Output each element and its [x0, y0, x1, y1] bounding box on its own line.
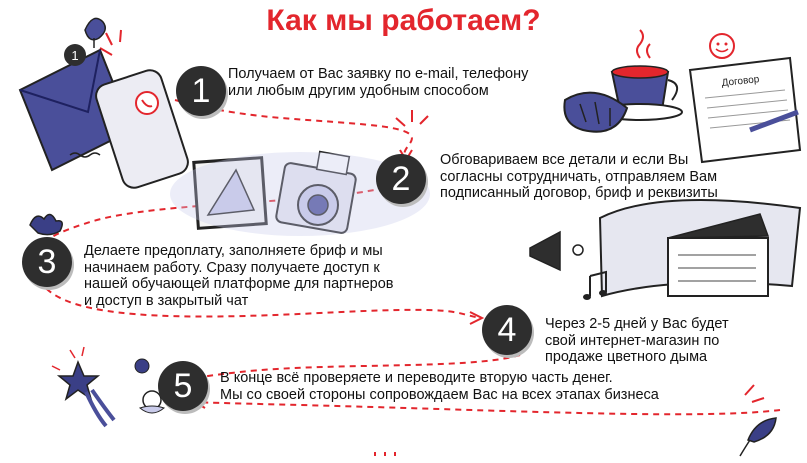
megaphone-icon: [529, 230, 584, 272]
step-4-line: свой интернет-магазин по: [545, 332, 720, 349]
step-2-number-badge: 2: [376, 154, 426, 204]
firework-icon: [51, 346, 85, 371]
step-2-line: согласны сотрудничать, отправляем Вам: [440, 168, 718, 185]
step-5-line: Мы со своей стороны сопровождаем Вас на …: [220, 386, 659, 403]
camera-icon: [275, 150, 357, 234]
step-1-text: Получаем от Вас заявку по e-mail, телефо…: [228, 66, 528, 99]
envelope-badge-number: 1: [71, 48, 78, 63]
page-title: Как мы работаем?: [266, 4, 541, 37]
step-5-text: В конце всё проверяете и переводите втор…: [220, 370, 659, 403]
plant-icon: [29, 213, 63, 236]
step-5-number-badge: 5: [158, 361, 208, 411]
step-3-text: Делаете предоплату, заполняете бриф и мы…: [84, 243, 393, 309]
step-3-line: и доступ в закрытый чат: [84, 292, 249, 309]
arrowhead-icon: [469, 311, 485, 325]
step-4-text: Через 2-5 дней у Вас будет свой интернет…: [545, 316, 729, 366]
music-note-icon: [583, 270, 607, 300]
contract-label: Договор: [721, 74, 760, 89]
step-2-line: подписанный договор, бриф и реквизиты: [440, 185, 718, 201]
step-4-line: Через 2-5 дней у Вас будет: [545, 316, 729, 332]
bird-icon: [84, 17, 106, 48]
dashed-path-1-2: [174, 99, 413, 156]
step-3-number-badge: 3: [22, 237, 72, 287]
step-1-line: Получаем от Вас заявку по e-mail, телефо…: [228, 66, 529, 82]
croissant-icon: [563, 91, 629, 133]
step-3-line: нашей обучающей платформе для партнеров: [84, 276, 394, 292]
step-2-line: Обговариваем все детали и если Вы: [440, 152, 689, 168]
flower-icon: [134, 358, 166, 414]
step-2-text: Обговариваем все детали и если Вы соглас…: [440, 152, 718, 202]
photo-frame-icon: [192, 156, 268, 230]
dashed-path-5-end: [179, 400, 781, 416]
step-4-line: продаже цветного дыма: [545, 349, 708, 365]
step-3-line: Делаете предоплату, заполняете бриф и мы: [84, 243, 383, 259]
contract-document-icon: Договор: [688, 33, 802, 164]
step-5-line: В конце всё проверяете и переводите втор…: [220, 370, 613, 386]
phone-icon: [95, 69, 189, 189]
star-icon: [56, 359, 116, 428]
step-3-line: начинаем работу. Сразу получаете доступ …: [84, 259, 380, 276]
step-1-line: или любым другим удобным способом: [228, 82, 489, 99]
leaf-icon: [739, 417, 777, 457]
clapperboard-icon: [667, 213, 770, 297]
dashed-path-3-4: [39, 279, 481, 319]
highlight-blob: [170, 152, 430, 236]
step-4-number-badge: 4: [482, 305, 532, 355]
spark-icon: [99, 29, 765, 456]
step-1-number-badge: 1: [176, 66, 226, 116]
